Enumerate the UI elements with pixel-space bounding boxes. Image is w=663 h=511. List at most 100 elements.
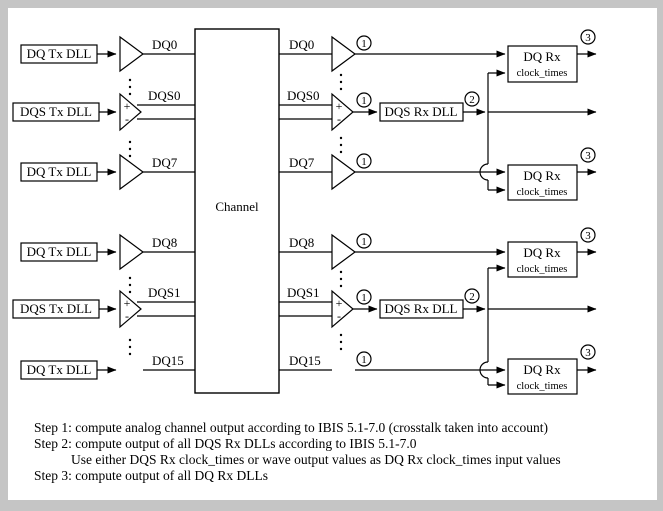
minus-sign: -: [337, 112, 341, 126]
label-dq0-left: DQ0: [152, 37, 177, 52]
step2-note-continued: Use either DQS Rx clock_times or wave ou…: [71, 452, 561, 467]
wire-hop: [479, 163, 489, 181]
tx-box-dq8-label: DQ Tx DLL: [27, 244, 92, 259]
tx-buffer-dq8: [119, 233, 145, 271]
dq-rx-box-dq0: [507, 45, 578, 83]
tx-signal-wires: [137, 53, 195, 371]
clock-times-label: clock_times: [517, 381, 568, 392]
plus-sign: +: [124, 99, 131, 113]
step1-number: 1: [361, 292, 367, 304]
label-dqs0-right: DQS0: [287, 88, 320, 103]
label-dq7-left: DQ7: [152, 155, 178, 170]
dq-rx-box-dq7: [507, 164, 578, 201]
tx-box-to-buffer-arrows: [97, 50, 117, 374]
step3-circle: [580, 29, 596, 45]
dq-rx-outputs: 3 3 3 3: [577, 29, 597, 374]
clock-times-label: clock_times: [517, 68, 568, 79]
minus-sign: -: [125, 112, 129, 126]
step1-note: Step 1: compute analog channel output ac…: [34, 420, 548, 435]
tx-buffer-dq0: [119, 35, 145, 73]
step1-circle: [356, 289, 372, 305]
tx-box-dqs0-label: DQS Tx DLL: [20, 104, 92, 119]
rx-buffer-dqs1-diff: [331, 289, 354, 329]
tx-buffer-dqs1-diff: [119, 289, 142, 329]
tx-box-dqs1-label: DQS Tx DLL: [20, 301, 92, 316]
step1-number: 1: [361, 236, 367, 248]
step3-number: 3: [585, 230, 591, 242]
step1-circle: [356, 351, 372, 367]
label-dq15-right: DQ15: [289, 353, 321, 368]
minus-sign: -: [125, 309, 129, 323]
channel-label: Channel: [215, 199, 259, 214]
dqs-rx-dll-label: DQS Rx DLL: [385, 301, 458, 316]
label-dq7-right: DQ7: [289, 155, 315, 170]
step1-number: 1: [361, 38, 367, 50]
label-dq0-right: DQ0: [289, 37, 314, 52]
step1-markers: 1 1 1 1 1 1: [356, 35, 372, 367]
dqs-rx-dll-label: DQS Rx DLL: [385, 104, 458, 119]
tx-buffer-dq7: [119, 153, 145, 191]
label-dq8-right: DQ8: [289, 235, 314, 250]
step1-number: 1: [361, 354, 367, 366]
step1-number: 1: [361, 95, 367, 107]
tx-buffers: + - + -: [119, 35, 145, 329]
rx-signal-labels: DQ0 DQS0 DQ7 DQ8 DQS1 DQ15: [287, 37, 321, 368]
step2-circle: [464, 91, 480, 107]
minus-sign: -: [337, 309, 341, 323]
dq-wave-wires: [355, 50, 506, 374]
plus-sign: +: [336, 99, 343, 113]
clock-times-label: clock_times: [517, 187, 568, 198]
tx-box-dq7-label: DQ Tx DLL: [27, 164, 92, 179]
dq-rx-label: DQ Rx: [523, 362, 561, 377]
tx-buffer-dqs0-diff: [119, 92, 142, 132]
rx-buffer-dq7: [331, 153, 357, 191]
rx-dots: [339, 73, 343, 351]
step3-circle: [580, 147, 596, 163]
step3-number: 3: [585, 150, 591, 162]
step2-number: 2: [469, 94, 475, 106]
diagram-panel: DQ Tx DLL DQS Tx DLL DQ Tx DLL DQ Tx DLL…: [8, 8, 657, 500]
step3-circle: [580, 344, 596, 360]
label-dqs1-left: DQS1: [148, 285, 181, 300]
step1-circle: [356, 92, 372, 108]
rx-buffer-dq0: [331, 35, 357, 73]
plus-sign: +: [124, 296, 131, 310]
wire-hop: [479, 361, 489, 379]
step3-circle: [580, 227, 596, 243]
rx-buffer-dq8: [331, 233, 357, 271]
dq-rx-box-dq15: [507, 358, 578, 395]
tx-dll-boxes: DQ Tx DLL DQS Tx DLL DQ Tx DLL DQ Tx DLL…: [12, 44, 100, 380]
step1-circle: [356, 153, 372, 169]
step1-circle: [356, 233, 372, 249]
dq-rx-label: DQ Rx: [523, 168, 561, 183]
clock-times-label: clock_times: [517, 264, 568, 275]
dq-rx-label: DQ Rx: [523, 49, 561, 64]
label-dqs1-right: DQS1: [287, 285, 320, 300]
tx-box-dq0-label: DQ Tx DLL: [27, 46, 92, 61]
step2-number: 2: [469, 291, 475, 303]
channel-box: [194, 28, 280, 394]
tx-box-dq15-label: DQ Tx DLL: [27, 362, 92, 377]
tx-dots: [128, 78, 132, 356]
dqs0-rx-chain: DQS Rx DLL 2: [353, 69, 597, 194]
label-dq15-left: DQ15: [152, 353, 184, 368]
step3-number: 3: [585, 32, 591, 44]
dq-rx-boxes: DQ Rx clock_times DQ Rx clock_times DQ R…: [507, 45, 578, 395]
dqs1-rx-chain: DQS Rx DLL 2: [353, 264, 597, 389]
step2-note: Step 2: compute output of all DQS Rx DLL…: [34, 436, 417, 451]
step2-circle: [464, 288, 480, 304]
rx-buffer-dqs0-diff: [331, 92, 354, 132]
rx-signal-wires: [279, 53, 332, 371]
label-dqs0-left: DQS0: [148, 88, 181, 103]
plus-sign: +: [336, 296, 343, 310]
step-notes: Step 1: compute analog channel output ac…: [8, 420, 657, 484]
step1-number: 1: [361, 156, 367, 168]
ddr-ibis-flow-diagram: DQ Tx DLL DQS Tx DLL DQ Tx DLL DQ Tx DLL…: [12, 28, 597, 395]
step3-note: Step 3: compute output of all DQ Rx DLLs: [34, 468, 268, 483]
step1-circle: [356, 35, 372, 51]
dq-rx-label: DQ Rx: [523, 245, 561, 260]
label-dq8-left: DQ8: [152, 235, 177, 250]
tx-signal-labels: DQ0 DQS0 DQ7 DQ8 DQS1 DQ15: [148, 37, 184, 368]
dq-rx-box-dq8: [507, 241, 578, 278]
rx-buffers: + - + -: [331, 35, 357, 329]
